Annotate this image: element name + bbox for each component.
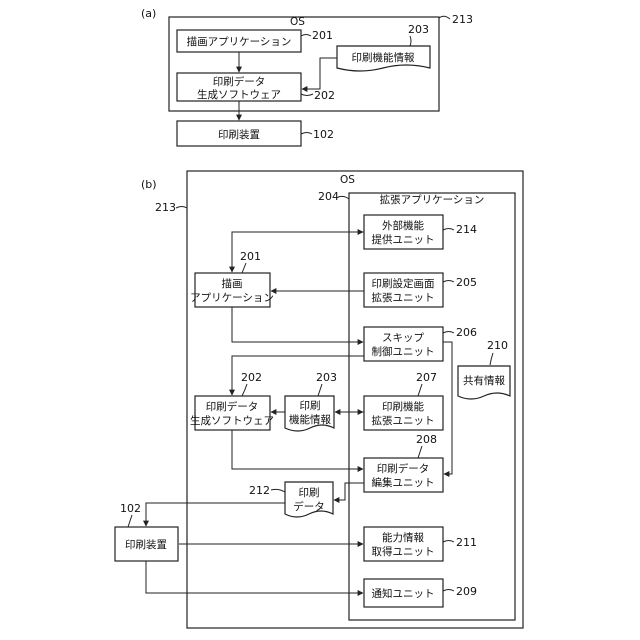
drawing-app-leader-b bbox=[242, 263, 246, 273]
ext-app-ref: 204 bbox=[318, 190, 339, 203]
shared-info-ref: 210 bbox=[487, 339, 508, 352]
print-data-line2: データ bbox=[293, 500, 325, 513]
printer-leader-a bbox=[301, 133, 312, 135]
capability-ref: 211 bbox=[456, 536, 477, 549]
shared-info-label: 共有情報 bbox=[463, 374, 505, 387]
print-func-ext-line2: 拡張ユニット bbox=[372, 414, 435, 427]
section-a: (a) OS 213 描画アプリケーション 201 印刷データ 生成ソフトウェア… bbox=[141, 7, 473, 146]
drawing-app-line1-b: 描画 bbox=[222, 277, 243, 290]
printer-leader-b bbox=[128, 515, 132, 527]
print-data-gen-leader-b bbox=[242, 384, 247, 396]
capability-line1: 能力情報 bbox=[382, 531, 424, 544]
print-func-ext-ref: 207 bbox=[416, 371, 437, 384]
print-setting-ref: 205 bbox=[456, 276, 477, 289]
arrow-print-data-to-printer bbox=[146, 503, 285, 526]
ext-app-leader bbox=[338, 196, 349, 199]
capability-leader bbox=[443, 541, 454, 543]
ext-func-line2: 提供ユニット bbox=[372, 233, 435, 246]
drawing-app-ref-b: 201 bbox=[240, 250, 261, 263]
print-data-edit-line2: 編集ユニット bbox=[372, 476, 435, 489]
print-data-leader bbox=[271, 489, 285, 492]
print-func-info-ref-a: 203 bbox=[408, 23, 429, 36]
print-data-gen-ref-a: 202 bbox=[314, 89, 335, 102]
arrow-drawing-app-to-skip bbox=[232, 307, 363, 342]
print-func-info-ref-b: 203 bbox=[316, 371, 337, 384]
print-data-edit-ref: 208 bbox=[416, 433, 437, 446]
print-func-ext-line1: 印刷機能 bbox=[382, 400, 424, 413]
print-data-line1: 印刷 bbox=[299, 486, 320, 499]
print-data-ref: 212 bbox=[249, 484, 270, 497]
printer-ref-b: 102 bbox=[120, 502, 141, 515]
drawing-app-leader-a bbox=[301, 35, 311, 37]
print-setting-line2: 拡張ユニット bbox=[372, 291, 435, 304]
print-func-info-leader-b bbox=[318, 384, 322, 396]
arrow-gen-to-print-data-edit bbox=[232, 430, 363, 469]
os-label-b: OS bbox=[340, 174, 355, 186]
section-a-label: (a) bbox=[141, 7, 156, 20]
os-label-a: OS bbox=[290, 16, 305, 28]
ext-func-line1: 外部機能 bbox=[382, 219, 424, 232]
print-func-info-line2-b: 機能情報 bbox=[289, 413, 331, 426]
print-func-info-label-a: 印刷機能情報 bbox=[352, 51, 415, 64]
print-func-ext-leader bbox=[418, 384, 422, 396]
print-data-edit-leader bbox=[418, 446, 422, 458]
ext-app-label: 拡張アプリケーション bbox=[380, 193, 485, 206]
print-setting-leader bbox=[443, 281, 454, 283]
os-ref-leader-a bbox=[439, 16, 450, 19]
section-b-label: (b) bbox=[141, 178, 157, 191]
ext-func-ref: 214 bbox=[456, 223, 477, 236]
print-data-gen-leader-a bbox=[301, 94, 313, 96]
os-ref-b: 213 bbox=[155, 201, 176, 214]
print-func-info-leader-a bbox=[410, 36, 411, 46]
print-data-gen-line1-a: 印刷データ bbox=[213, 75, 266, 88]
print-func-info-line1-b: 印刷 bbox=[300, 399, 321, 412]
print-data-edit-line1: 印刷データ bbox=[377, 462, 430, 475]
skip-ctrl-line1: スキップ bbox=[382, 332, 424, 344]
notify-label: 通知ユニット bbox=[372, 587, 435, 600]
capability-line2: 取得ユニット bbox=[372, 546, 435, 558]
print-data-gen-line2-b: 生成ソフトウェア bbox=[190, 414, 274, 427]
ext-func-leader bbox=[443, 229, 454, 231]
print-data-gen-line2-a: 生成ソフトウェア bbox=[197, 88, 281, 101]
print-data-gen-line1-b: 印刷データ bbox=[206, 400, 259, 413]
print-setting-line1: 印刷設定画面 bbox=[372, 277, 435, 290]
shared-info-leader bbox=[490, 353, 493, 365]
skip-ctrl-ref: 206 bbox=[456, 326, 477, 339]
drawing-app-ref-a: 201 bbox=[312, 29, 333, 42]
skip-ctrl-leader bbox=[443, 332, 454, 334]
drawing-app-line2-b: アプリケーション bbox=[190, 292, 274, 304]
os-ref-leader-b bbox=[176, 207, 187, 209]
section-b: (b) OS 213 拡張アプリケーション 204 外部機能 提供ユニット 21… bbox=[115, 171, 523, 628]
skip-ctrl-line2: 制御ユニット bbox=[372, 345, 435, 358]
arrow-info-to-gen-a bbox=[302, 58, 337, 89]
printer-ref-a: 102 bbox=[313, 128, 334, 141]
notify-leader bbox=[443, 590, 454, 592]
print-data-gen-ref-b: 202 bbox=[241, 371, 262, 384]
arrow-skip-to-print-data-edit bbox=[443, 342, 452, 474]
notify-ref: 209 bbox=[456, 585, 477, 598]
os-ref-a: 213 bbox=[452, 13, 473, 26]
arrow-printer-to-notify bbox=[146, 561, 363, 593]
printer-label-a: 印刷装置 bbox=[218, 128, 260, 141]
drawing-app-label-a: 描画アプリケーション bbox=[187, 35, 292, 48]
printer-label-b: 印刷装置 bbox=[125, 538, 167, 551]
